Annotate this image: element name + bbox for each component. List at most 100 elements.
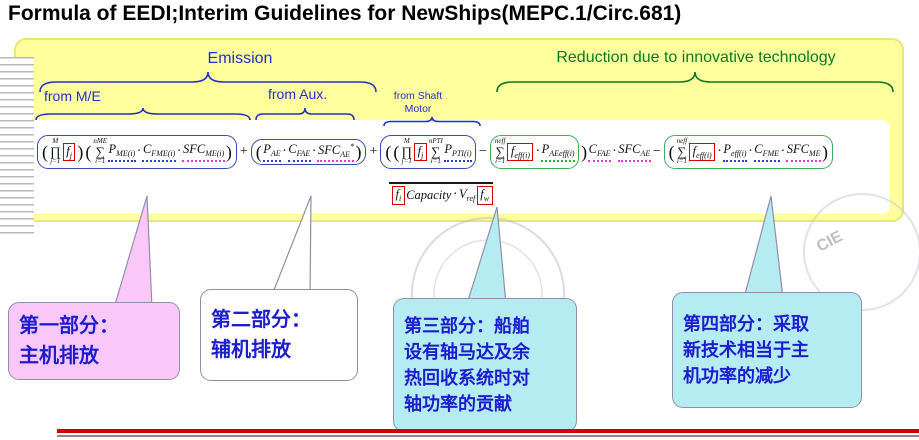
slide-title: Formula of EEDI;Interim Guidelines for N…	[8, 2, 682, 25]
callout-part2-text: 第二部分： 辅机排放	[211, 309, 311, 361]
formula-var-subscript: eff(i)	[696, 150, 712, 160]
formula-var-subscript: eff(i)	[731, 149, 747, 159]
formula-var-subscript: AE	[340, 149, 350, 159]
formula-var: PME(i)	[108, 142, 136, 162]
formula-var-subscript: FAE	[296, 149, 311, 159]
formula-var-subscript: j	[69, 150, 72, 160]
callout-part1-text: 第一部分： 主机排放	[19, 315, 119, 367]
formula-var: CFME	[753, 142, 780, 162]
bigop-symbol: ∑	[95, 143, 105, 159]
reduction-label: Reduction due to innovative technology	[556, 49, 836, 66]
bigop-lower-limit: i=1	[676, 157, 687, 166]
emission-brace	[39, 71, 377, 93]
bigop-upper-limit: M	[52, 137, 59, 146]
multiply-dot-icon: ·	[535, 144, 541, 159]
curly-brace-path	[496, 71, 894, 93]
bigop-lower-limit: j=1	[401, 157, 412, 166]
bigop-symbol: ∑	[495, 143, 505, 159]
curly-brace-path	[35, 107, 251, 121]
from-me-brace	[35, 107, 251, 121]
bigop-lower-limit: i=1	[95, 157, 106, 166]
reduction-brace	[496, 71, 894, 93]
formula-var: PAEeff(i)	[541, 142, 576, 162]
formula-var-subscript: FME(i)	[151, 149, 176, 159]
from-shaft-brace	[383, 116, 481, 127]
bigop-symbol: ∑	[431, 143, 441, 159]
formula-var: fj	[66, 143, 72, 160]
bigop-upper-limit: nPTI	[428, 137, 443, 146]
formula-paren: (	[668, 142, 675, 162]
from-shaft-motor-label: from Shaft Motor	[393, 90, 443, 115]
formula-var: Peff(i)	[722, 142, 748, 162]
curly-brace-path	[383, 116, 481, 127]
formula-operator: −	[652, 144, 661, 159]
formula-bigop: neff∑i=1	[494, 137, 506, 166]
callout-part3: 第三部分：船舶 设有轴马达及余 热回收系统时对 轴功率的贡献	[393, 298, 577, 432]
formula-var: SFCAE*	[317, 141, 355, 163]
formula-var-subscript: FAE	[596, 149, 611, 159]
bigop-lower-limit: j=1	[50, 157, 61, 166]
formula-var-subscript: ME(i)	[205, 149, 225, 159]
formula-bigop: nPTI∑i=1	[428, 137, 443, 166]
multiply-dot-icon: ·	[282, 144, 287, 159]
bigop-upper-limit: neff	[676, 137, 688, 146]
multiply-dot-icon: ·	[748, 144, 753, 159]
multiply-dot-icon: ·	[311, 144, 317, 159]
bigop-symbol: ∑	[677, 143, 687, 159]
from-me-label: from M/E	[44, 88, 101, 104]
bigop-upper-limit: nME	[93, 137, 108, 146]
bigop-upper-limit: M	[403, 137, 410, 146]
formula-var: SFCME(i)	[182, 142, 225, 162]
from-aux-brace	[255, 107, 355, 121]
f-factor-highlight-box: fi	[392, 186, 405, 205]
formula-var: fw	[480, 187, 490, 203]
formula-var: CFAE	[287, 142, 311, 162]
formula-term-group: neff∑i=1 feff(i) ·PAEeff(i)	[489, 135, 580, 169]
formula-paren: (	[85, 142, 92, 162]
formula-var: feff(i)	[510, 143, 530, 160]
formula-var: SFCME	[786, 142, 821, 162]
formula-var-subscript: ME(i)	[116, 149, 136, 159]
multiply-dot-icon: ·	[176, 144, 182, 159]
bottom-red-rule	[57, 429, 919, 433]
formula-var-subscript: AE	[270, 149, 281, 159]
formula-var: feff(i)	[692, 143, 712, 160]
formula-bigop: nME∑i=1	[93, 137, 108, 166]
formula-paren: )	[581, 142, 588, 162]
multiply-dot-icon: ·	[612, 144, 617, 159]
emission-label: Emission	[207, 50, 273, 67]
formula-var-subscript: eff(i)	[514, 150, 530, 160]
formula-var: PAE	[262, 142, 282, 162]
formula-operator: +	[369, 144, 378, 159]
bigop-lower-limit: i=1	[495, 157, 506, 166]
formula-paren: (	[393, 142, 400, 162]
formula-var-superscript: *	[349, 141, 354, 151]
callout-part4: 第四部分：采取 新技术相当于主 机功率的减少	[672, 292, 862, 408]
f-factor-highlight-box: fj	[62, 142, 76, 162]
formula-paren: (	[385, 142, 392, 162]
callout-part4-text: 第四部分：采取 新技术相当于主 机功率的减少	[683, 313, 809, 387]
formula-var: CFME(i)	[142, 142, 176, 162]
formula-bigop: M∏j=1	[50, 137, 61, 166]
formula-paren: (	[42, 142, 48, 162]
callout-part2: 第二部分： 辅机排放	[200, 289, 358, 381]
formula-var-subscript: ME	[808, 149, 821, 159]
f-factor-highlight-box: fj	[414, 142, 427, 162]
bottom-grey-rule	[57, 435, 919, 437]
multiply-dot-icon: ·	[717, 144, 722, 159]
formula-var: PPTI(i)	[443, 142, 473, 162]
formula-var-subscript: AEeff(i)	[549, 149, 575, 159]
formula-paren: )	[355, 142, 362, 162]
bigop-upper-limit: neff	[494, 137, 506, 146]
formula-var-subscript: j	[421, 150, 424, 160]
formula-var-subscript: w	[483, 194, 490, 203]
multiply-dot-icon: ·	[452, 187, 458, 203]
curly-brace-path	[255, 107, 355, 121]
multiply-dot-icon: ·	[136, 144, 142, 159]
formula-var: CFAE	[588, 142, 612, 162]
watermark-text: CIE	[814, 228, 846, 256]
f-factor-highlight-box: feff(i)	[507, 142, 534, 162]
